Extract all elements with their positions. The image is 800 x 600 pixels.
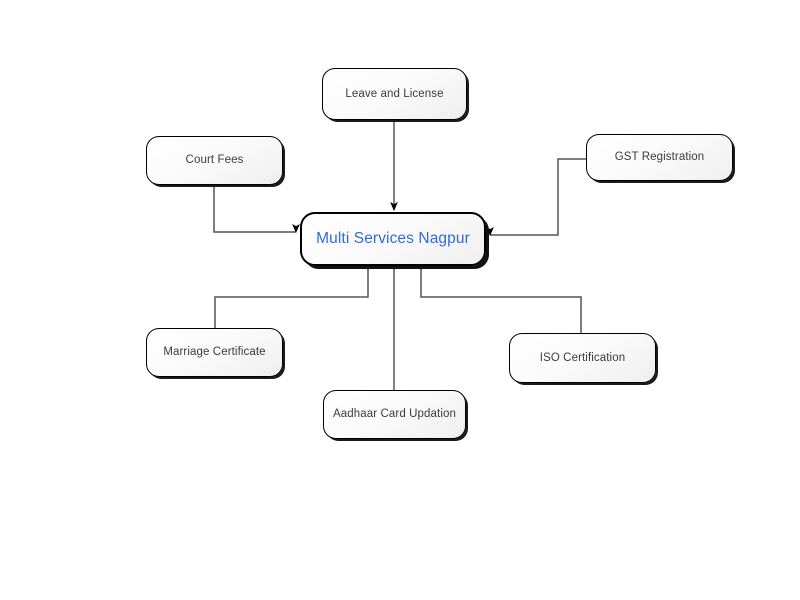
node-label: Multi Services Nagpur <box>316 230 470 248</box>
connector-court-fees-to-center <box>213 185 300 233</box>
node-iso-certification[interactable]: ISO Certification <box>509 333 656 383</box>
node-multi-services-nagpur[interactable]: Multi Services Nagpur <box>300 212 486 266</box>
node-label: Marriage Certificate <box>163 346 266 359</box>
node-gst-registration[interactable]: GST Registration <box>586 134 733 181</box>
connector-group <box>213 120 586 390</box>
node-label: GST Registration <box>614 151 705 164</box>
node-marriage-certificate[interactable]: Marriage Certificate <box>146 328 283 377</box>
node-leave-and-license[interactable]: Leave and License <box>322 68 467 120</box>
node-aadhaar-card-updation[interactable]: Aadhaar Card Updation <box>323 390 466 439</box>
node-label: Aadhaar Card Updation <box>333 408 456 421</box>
node-label: ISO Certification <box>539 351 626 364</box>
node-label: Court Fees <box>185 154 244 167</box>
connector-gst-registration-to-center <box>486 158 586 236</box>
node-court-fees[interactable]: Court Fees <box>146 136 283 185</box>
connector-marriage-certificate-to-center <box>214 261 372 328</box>
connector-iso-certification-to-center <box>417 261 582 333</box>
node-label: Leave and License <box>345 87 444 100</box>
